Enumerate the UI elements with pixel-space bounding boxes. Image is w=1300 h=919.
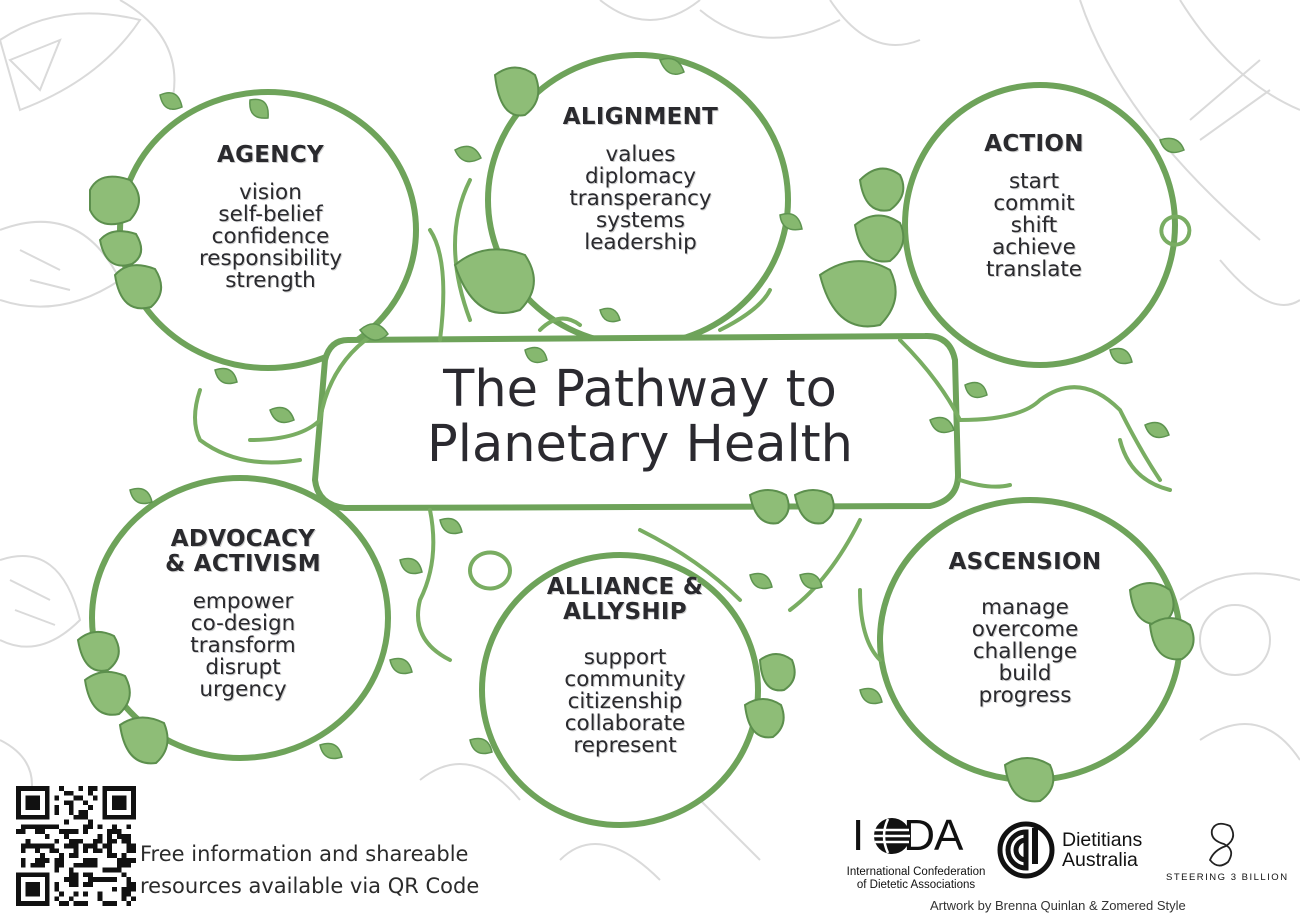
ascension-circle: ASCENSION manage overcome challenge buil… (925, 550, 1125, 707)
circle-words: vision self-belief confidence responsibi… (168, 182, 373, 292)
alliance-ring (479, 552, 761, 828)
circle-word: confidence (211, 224, 330, 249)
circle-title-line: ADVOCACY (170, 526, 316, 552)
circle-word: community (564, 667, 686, 692)
qr-caption-line-1: Free information and shareable (140, 842, 469, 866)
circle-words: empower co-design transform disrupt urge… (143, 591, 343, 701)
action-circle: ACTION start commit shift achieve transl… (944, 132, 1124, 281)
circle-word: vision (239, 180, 302, 205)
circle-words: values diplomacy transperancy systems le… (538, 144, 743, 254)
icda-wordmark: I DA (852, 811, 963, 860)
circle-title-line: ALLYSHIP (563, 599, 687, 625)
circle-title: ALIGNMENT (562, 104, 719, 130)
circle-word: disrupt (205, 655, 281, 680)
circle-word: build (998, 661, 1052, 686)
qr-caption-line-2: resources available via QR Code (140, 874, 480, 898)
main-title-line-1: The Pathway to (443, 360, 837, 419)
circle-word: systems (596, 208, 685, 233)
circle-word: manage (981, 595, 1069, 620)
da-name-line-1: Dietitians (1062, 829, 1143, 851)
qr-caption: Free information and shareable resources… (140, 838, 479, 902)
action-ring (902, 82, 1178, 368)
circle-word: commit (993, 191, 1075, 216)
da-name: Dietitians Australia (1062, 830, 1142, 870)
agency-ring (117, 89, 419, 371)
circle-title: AGENCY (217, 142, 324, 168)
circle-word: self-belief (218, 202, 323, 227)
circle-word: achieve (992, 235, 1076, 260)
main-title-line-2: Planetary Health (427, 415, 853, 474)
advocacy-activism-circle: ADVOCACY & ACTIVISM empower co-design tr… (143, 527, 343, 701)
title-frame (311, 332, 962, 512)
main-title: The Pathway to Planetary Health (330, 362, 950, 472)
globe-icon (874, 818, 910, 854)
circle-words: manage overcome challenge build progress (925, 597, 1125, 707)
circle-word: transperancy (569, 186, 712, 211)
circle-word: start (1008, 169, 1060, 194)
s3b-mark-icon (1208, 822, 1235, 867)
icda-subtitle-line-2: of Dietetic Associations (856, 879, 976, 891)
circle-word: shift (1010, 213, 1058, 238)
circle-word: progress (978, 683, 1072, 708)
circle-word: citizenship (567, 689, 683, 714)
circle-word: translate (985, 257, 1083, 282)
circle-word: empower (192, 589, 294, 614)
circle-word: co-design (190, 611, 296, 636)
leaves (129, 57, 1185, 760)
advocacy-ring (89, 475, 391, 761)
alliance-allyship-circle: ALLIANCE & ALLYSHIP support community ci… (525, 575, 725, 757)
icda-letters-da: DA (903, 811, 963, 860)
circle-word: challenge (972, 639, 1078, 664)
background-doodles (0, 0, 1300, 881)
alignment-circle: ALIGNMENT values diplomacy transperancy … (538, 105, 743, 254)
circle-title-line: & ACTIVISM (165, 551, 321, 577)
circle-words: start commit shift achieve translate (944, 171, 1124, 281)
circle-word: strength (225, 268, 316, 293)
icda-subtitle: International Confederation of Dietetic … (836, 866, 996, 892)
circle-word: diplomacy (584, 164, 697, 189)
circle-word: leadership (584, 230, 697, 255)
circle-title: ACTION (984, 131, 1084, 157)
icda-letter-i: I (852, 811, 864, 860)
circle-word: represent (573, 733, 677, 758)
artwork-credit: Artwork by Brenna Quinlan & Zomered Styl… (930, 898, 1186, 913)
da-name-line-2: Australia (1062, 849, 1138, 871)
circle-word: overcome (971, 617, 1079, 642)
agency-circle: AGENCY vision self-belief confidence res… (168, 143, 373, 292)
circle-words: support community citizenship collaborat… (525, 647, 725, 757)
circle-word: urgency (199, 677, 287, 702)
s3b-name: STEERING 3 BILLION (1166, 872, 1289, 883)
connecting-vines (193, 178, 1192, 662)
circle-word: responsibility (198, 246, 343, 271)
circle-word: transform (190, 633, 296, 658)
circle-word: support (583, 645, 667, 670)
da-mark-icon (997, 821, 1055, 879)
icda-subtitle-line-1: International Confederation (846, 866, 986, 878)
circle-title: ASCENSION (948, 549, 1102, 575)
circle-word: values (605, 142, 676, 167)
qr-code[interactable] (16, 786, 136, 906)
pea-flowers (76, 66, 1195, 803)
circle-word: collaborate (564, 711, 686, 736)
circle-title-line: ALLIANCE & (546, 574, 704, 600)
